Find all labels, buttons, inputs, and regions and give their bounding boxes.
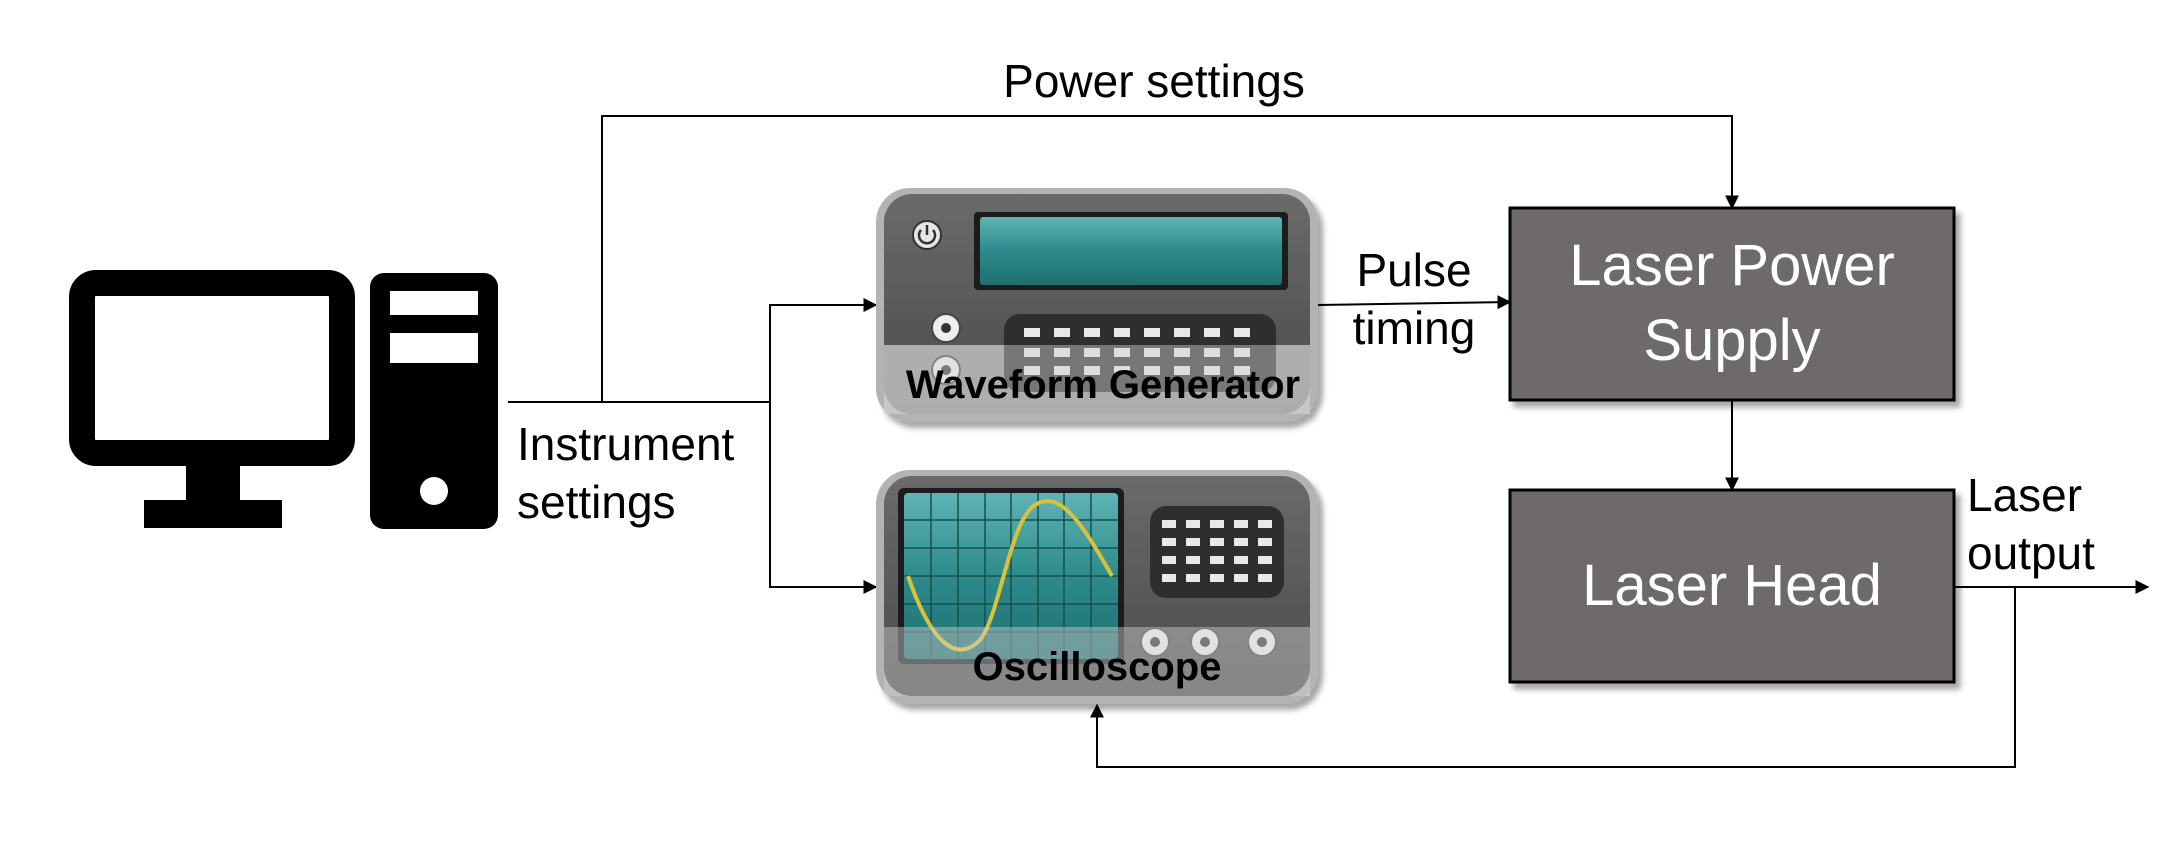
computer-monitor-icon [69, 270, 355, 528]
instrument-settings-label-line1: Instrument [517, 418, 735, 470]
feedback-line [1090, 587, 2016, 768]
power-button-icon [912, 220, 942, 250]
power-settings-label: Power settings [1003, 55, 1305, 107]
computer-icon [69, 270, 498, 529]
laser-power-supply-box [1508, 206, 1956, 402]
computer-tower-icon [370, 273, 498, 529]
pulse-timing-line [1317, 295, 1512, 310]
laser-power-supply-label-line2: Supply [1643, 308, 1820, 373]
instrument-settings-label-line2: settings [517, 476, 676, 528]
keypad-icon [1150, 506, 1284, 598]
pulse-timing-label-line2: timing [1353, 302, 1476, 354]
waveform-generator [876, 188, 1318, 422]
laser-output-label-line2: output [1967, 527, 2095, 579]
oscilloscope [876, 470, 1318, 704]
connectors [508, 115, 2150, 768]
power-settings-line [601, 115, 1739, 402]
laser-head-label: Laser Head [1582, 553, 1882, 618]
to-waveform-line [769, 298, 878, 402]
waveform-generator-label: Waveform Generator [906, 363, 1300, 407]
to-oscilloscope-line [769, 402, 878, 594]
laser-output-label-line1: Laser [1967, 469, 2082, 521]
laser-power-supply-label-line1: Laser Power [1569, 233, 1895, 298]
pulse-timing-label-line1: Pulse [1356, 244, 1471, 296]
oscilloscope-label: Oscilloscope [973, 645, 1222, 689]
laser-head-box [1508, 488, 1956, 684]
